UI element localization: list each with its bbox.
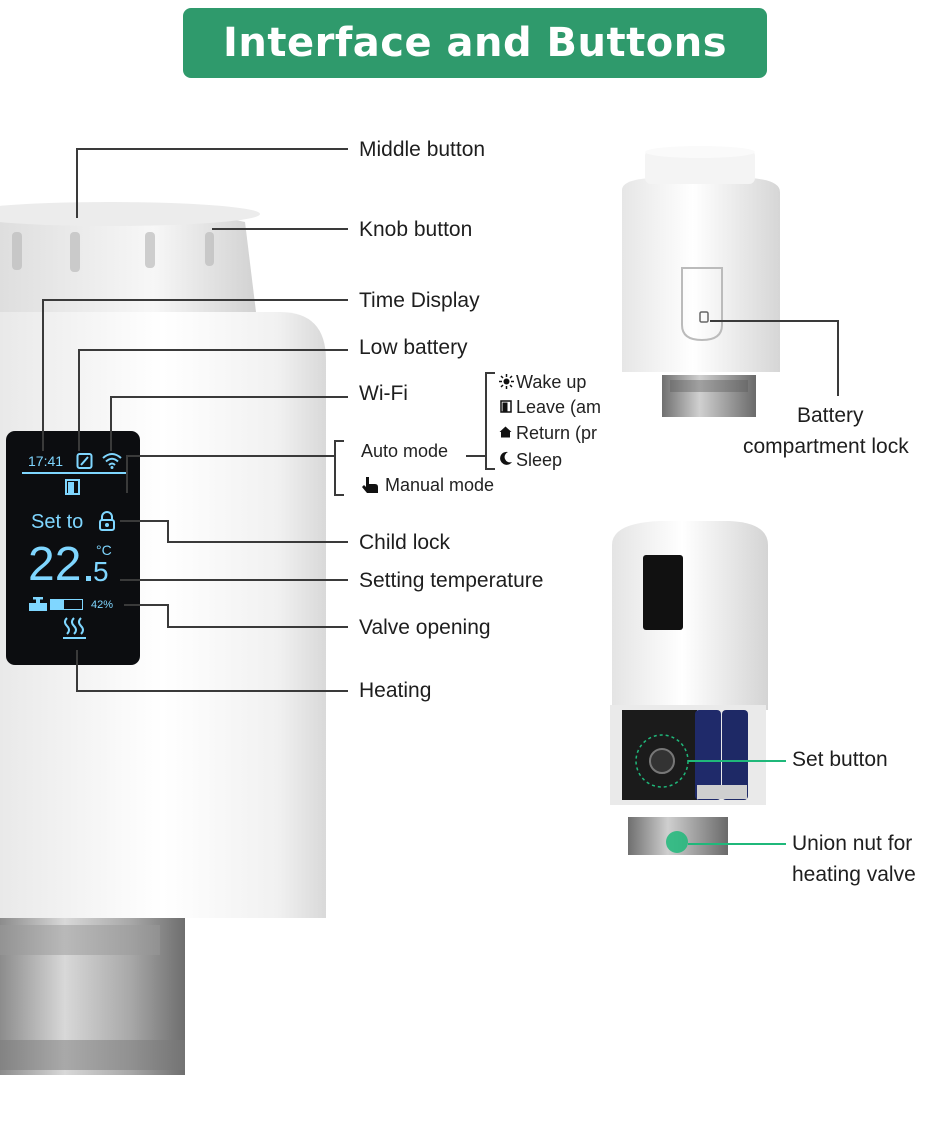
lcd-time: 17:41 [28, 453, 64, 469]
moon-icon [500, 451, 512, 465]
label-heating: Heating [359, 679, 432, 702]
label-auto-mode: Auto mode [361, 441, 449, 461]
lcd-divider [22, 472, 128, 474]
auto-mode-item: Return (pr [516, 423, 598, 443]
label-wifi: Wi-Fi [359, 382, 408, 405]
label-set-button: Set button [792, 748, 888, 771]
sun-icon [499, 374, 514, 389]
union-nut [662, 375, 756, 417]
auto-mode-item: Leave (am [516, 397, 602, 417]
set-button[interactable] [649, 748, 675, 774]
thermostat-open-illustration [610, 521, 768, 855]
label-battery-lock-line1: Battery [797, 404, 864, 427]
valve-opening-bar [50, 599, 83, 610]
hand-pointer-icon [362, 477, 378, 493]
thermostat-side-illustration [622, 146, 780, 417]
header-banner: Interface and Buttons [183, 8, 767, 78]
door-icon [500, 400, 512, 413]
battery-compartment-cover [681, 267, 723, 342]
lcd-decimal-point [86, 576, 91, 581]
door-icon [65, 479, 80, 495]
low-battery-icon [76, 453, 93, 469]
label-knob-button: Knob button [359, 218, 473, 241]
auto-mode-item: Sleep [516, 450, 563, 470]
label-middle-button: Middle button [359, 138, 486, 161]
label-setting-temperature: Setting temperature [359, 569, 544, 592]
lcd-valve-percent: 42% [91, 599, 114, 611]
lock-icon [699, 311, 709, 323]
label-union-nut-line1: Union nut for [792, 832, 913, 855]
wifi-icon [102, 453, 122, 469]
lcd-temp-unit: °C [96, 542, 112, 558]
label-manual-mode: Manual mode [385, 475, 495, 495]
label-child-lock: Child lock [359, 531, 451, 554]
page-title: Interface and Buttons [223, 20, 727, 66]
knob[interactable] [645, 150, 755, 184]
auto-mode-list: Wake up Leave (am Return (pr Sleep [497, 371, 607, 473]
home-icon [499, 426, 512, 438]
knob[interactable] [0, 205, 256, 312]
lcd-temp-decimal: 5 [93, 556, 109, 587]
lcd-set-to: Set to [31, 511, 84, 533]
auto-mode-item: Wake up [516, 372, 587, 392]
valve-opening-fill [51, 600, 65, 609]
thermostat-body [622, 178, 780, 372]
label-union-nut-line2: heating valve [792, 863, 916, 886]
lcd-display: 17:41 Set to 22 5 °C 42% [6, 431, 140, 665]
label-low-battery: Low battery [359, 336, 468, 359]
label-battery-lock-line2: compartment lock [743, 435, 909, 458]
lcd-temp-integer: 22 [28, 538, 82, 591]
union-nut-highlight [666, 831, 688, 853]
display-window [643, 555, 683, 630]
valve-icon [29, 597, 47, 611]
label-valve-opening: Valve opening [359, 616, 491, 639]
heating-icon [63, 617, 86, 639]
thermostat-cover [612, 521, 768, 710]
label-time-display: Time Display [359, 289, 480, 312]
child-lock-icon [99, 511, 115, 531]
